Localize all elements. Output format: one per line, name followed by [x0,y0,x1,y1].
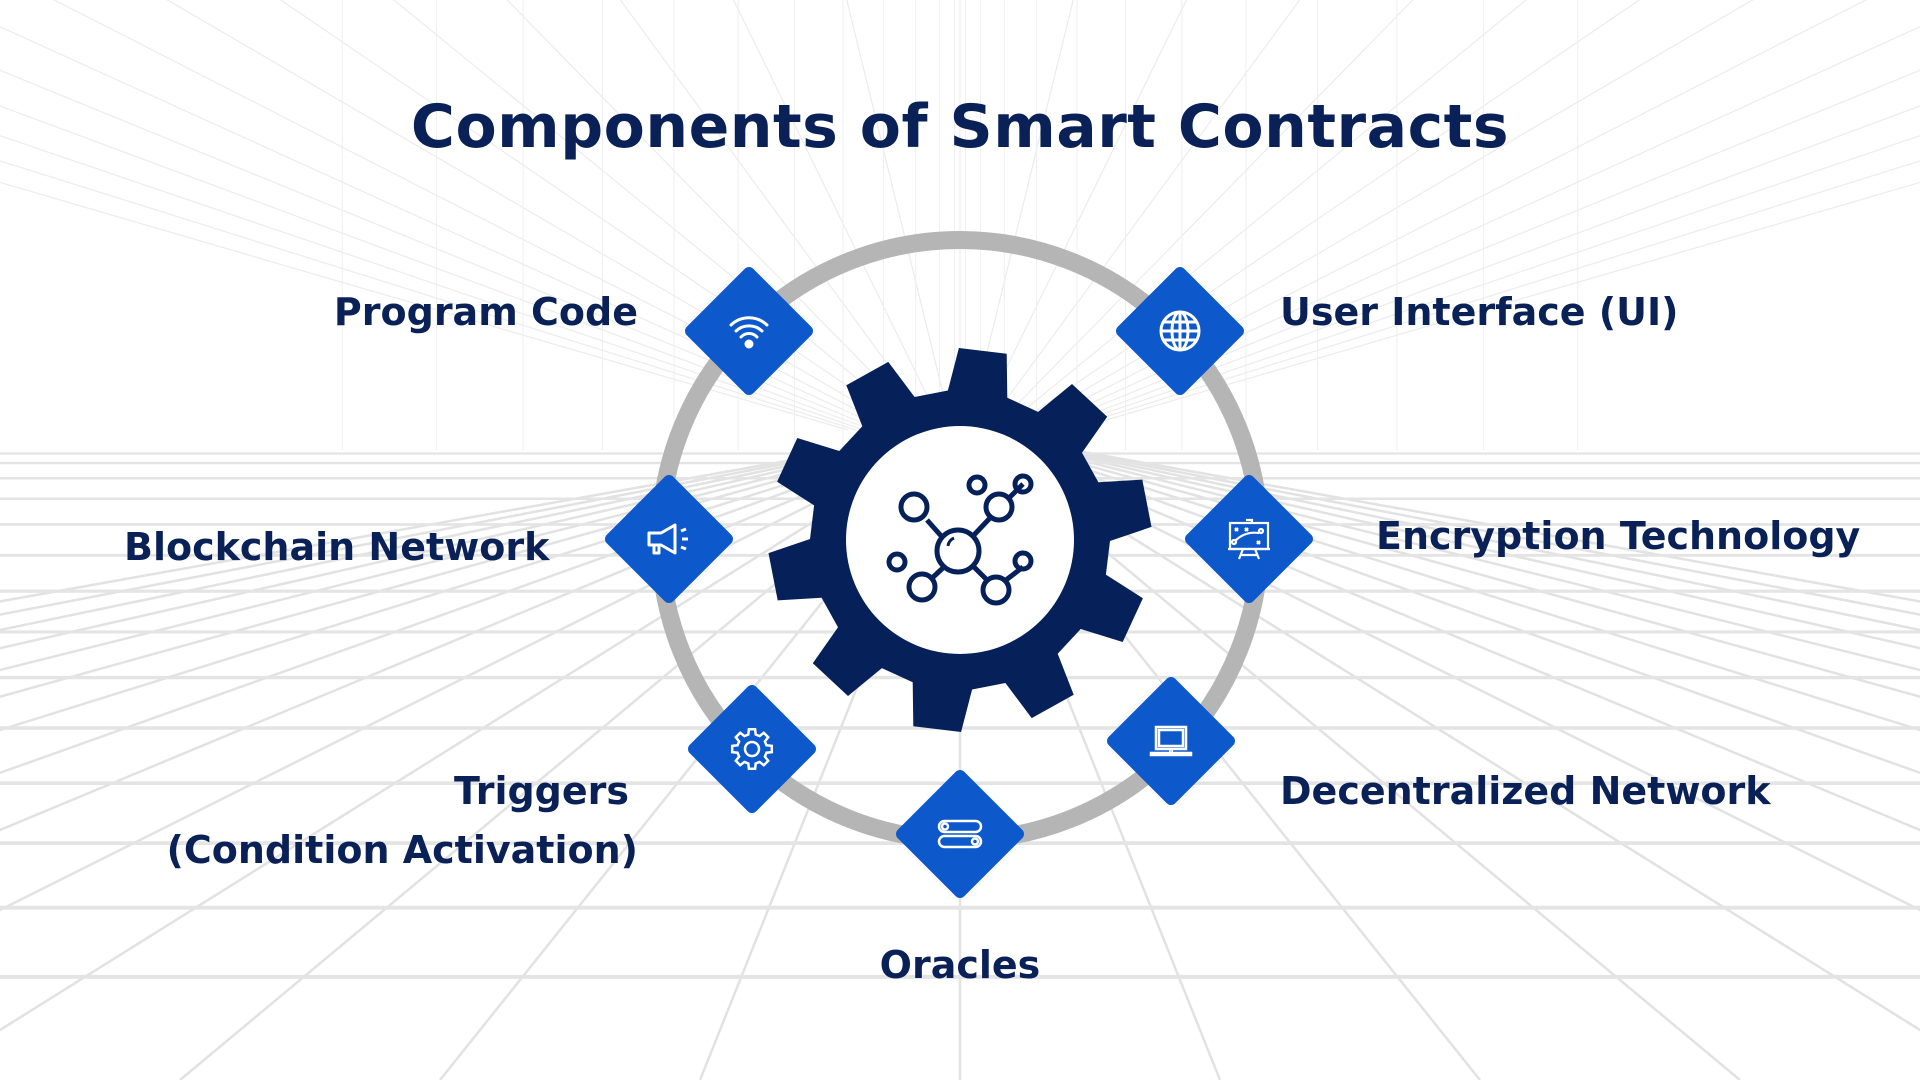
grid-line [1071,181,1920,431]
label-encryption-technology: Encryption Technology [1376,514,1861,558]
laptop-icon [1149,725,1193,757]
grid-line [0,105,873,431]
label-oracles: Oracles [879,943,1041,987]
page-title: Components of Smart Contracts [410,92,1510,162]
grid-line [1007,0,1641,431]
grid-line [279,0,913,431]
strategy-board-icon [1228,518,1270,560]
grid-line [619,0,937,431]
gear-icon [730,727,774,771]
grid-line [967,0,1074,431]
grid-line [0,69,881,431]
grid-line [1063,160,1920,431]
grid-line [1055,135,1920,431]
grid-line [983,0,1301,431]
grid-line [991,0,1414,431]
grid-line [1039,69,1920,431]
label-blockchain-network: Blockchain Network [124,525,550,569]
label-condition-activation: (Condition Activation) [166,828,638,872]
grid-line [999,0,1527,431]
grid-line [506,0,929,431]
grid-line [0,160,857,431]
grid-line [0,135,865,431]
gear-hole [846,426,1074,654]
grid-line [53,0,897,431]
grid-line [1047,105,1920,431]
grid-line [1031,26,1920,431]
label-user-interface: User Interface (UI) [1280,290,1679,334]
grid-line [393,0,921,431]
grid-line [1023,0,1867,431]
network-nodes-icon [886,473,1034,606]
label-program-code: Program Code [333,290,638,334]
label-triggers: Triggers [453,769,629,813]
megaphone-icon [647,523,688,555]
grid-line [846,0,953,431]
globe-icon [1159,310,1201,352]
toggle-switch-icon [937,819,983,849]
grid-line [0,181,849,431]
wifi-icon [729,316,769,349]
label-decentralized-network: Decentralized Network [1280,769,1771,813]
grid-line [0,26,889,431]
grid-line [166,0,905,431]
grid-line [1015,0,1754,431]
